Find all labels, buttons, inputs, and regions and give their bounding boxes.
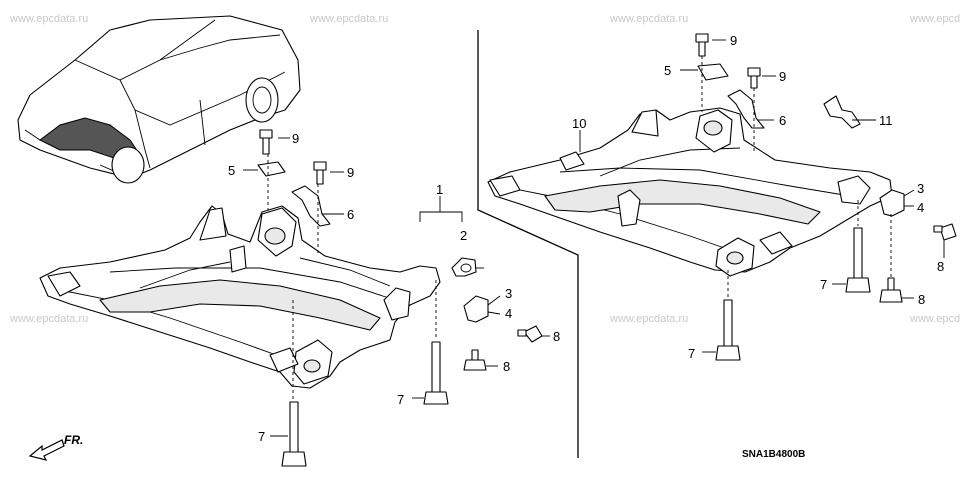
callout-8: 8 <box>937 259 944 274</box>
watermark: www.epcdata.ru <box>9 13 88 25</box>
callout-9: 9 <box>730 33 737 48</box>
callout-2: 2 <box>460 228 467 243</box>
diagram-code: SNA1B4800B <box>742 449 805 460</box>
callout-9: 9 <box>292 131 299 146</box>
callout-3: 3 <box>505 286 512 301</box>
right-small-parts <box>579 33 957 361</box>
section-divider <box>477 30 579 458</box>
right-subframe-assembly <box>487 107 893 277</box>
callout-4: 4 <box>917 200 924 215</box>
callout-labels: 9 5 9 6 1 2 3 4 8 8 7 7 9 5 9 6 11 10 3 … <box>228 33 944 444</box>
left-small-parts <box>243 129 550 467</box>
front-label: FR. <box>64 433 83 447</box>
front-direction-arrow: FR. <box>28 433 83 461</box>
callout-7: 7 <box>820 277 827 292</box>
callout-7: 7 <box>397 392 404 407</box>
callout-3: 3 <box>917 181 924 196</box>
callout-1: 1 <box>436 182 443 197</box>
callout-8: 8 <box>918 292 925 307</box>
watermark: www.epcdata.ru <box>609 313 688 325</box>
watermark: www.epcdata.ru <box>909 313 960 325</box>
callout-4: 4 <box>505 306 512 321</box>
callout-10: 10 <box>572 116 586 131</box>
callout-6: 6 <box>347 207 354 222</box>
arrow-icon <box>28 439 65 461</box>
watermark: www.epcdata.ru <box>9 313 88 325</box>
callout-9: 9 <box>779 69 786 84</box>
callout-8: 8 <box>553 329 560 344</box>
callout-8: 8 <box>503 359 510 374</box>
callout-5: 5 <box>664 63 671 78</box>
callout-11: 11 <box>879 113 893 128</box>
callout-7: 7 <box>258 429 265 444</box>
callout-5: 5 <box>228 163 235 178</box>
watermark: www.epcdata.ru <box>909 13 960 25</box>
watermark: www.epcdata.ru <box>309 13 388 25</box>
callout-7: 7 <box>688 346 695 361</box>
callout-6: 6 <box>779 113 786 128</box>
callout-9: 9 <box>347 165 354 180</box>
left-subframe-assembly <box>39 205 441 389</box>
car-illustration <box>17 15 301 184</box>
watermark: www.epcdata.ru <box>609 13 688 25</box>
